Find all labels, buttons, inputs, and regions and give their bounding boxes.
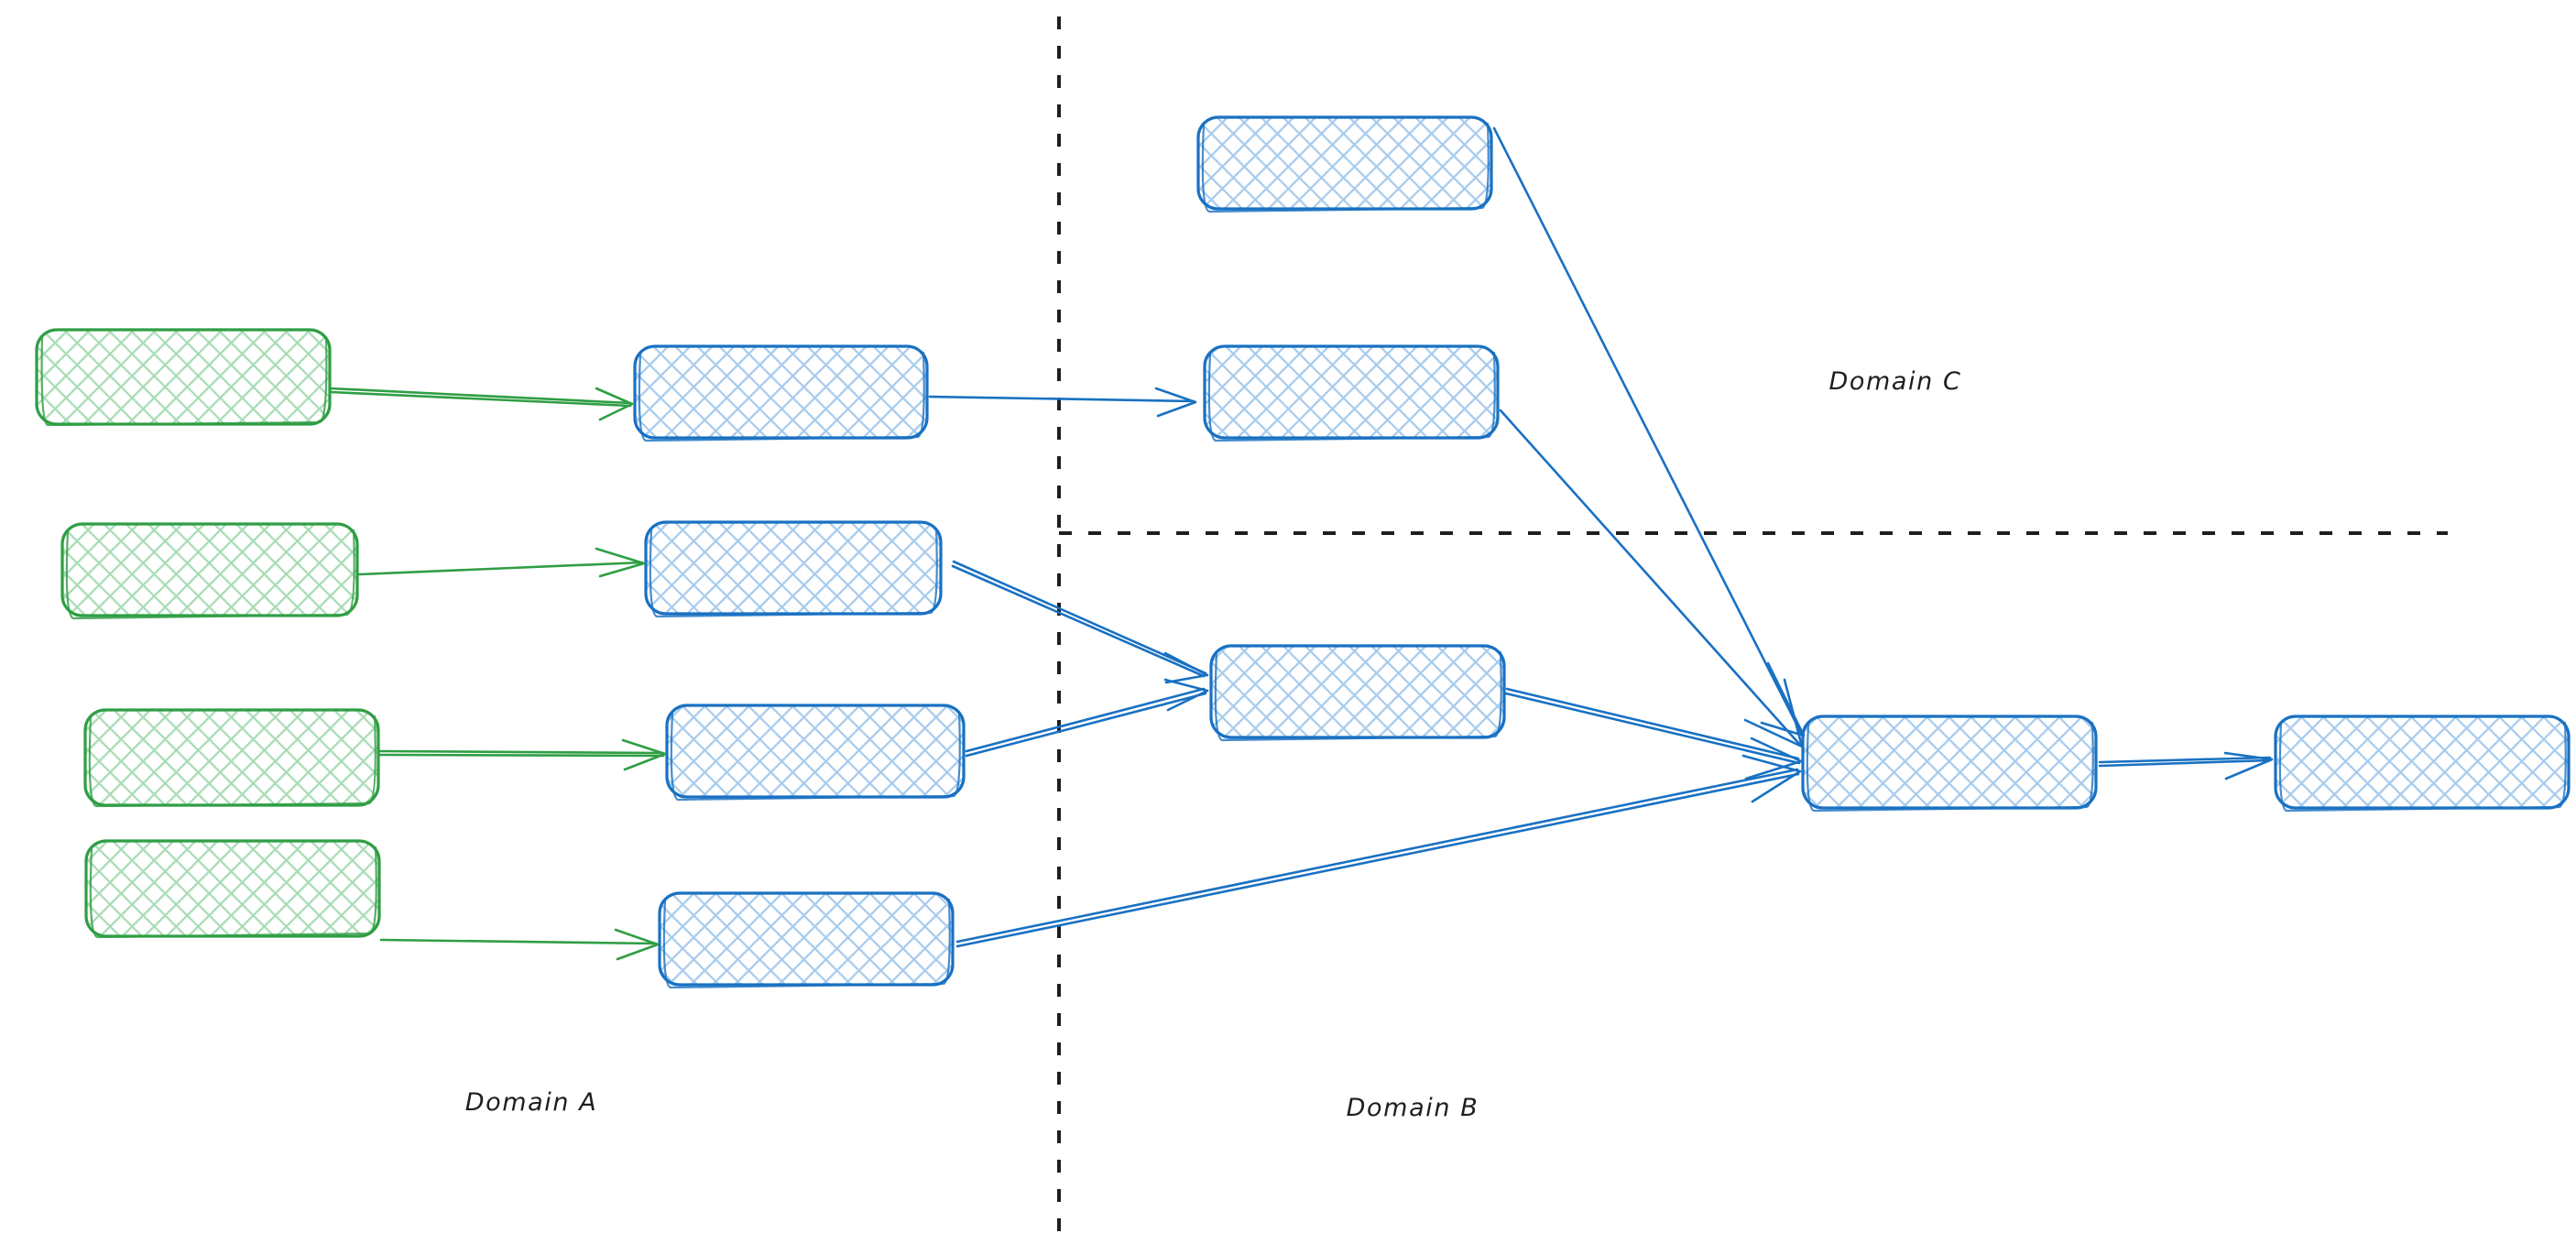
node-b-in-2[interactable] [644,520,943,618]
blue-edge-group [928,126,2274,948]
green-node-group [35,328,381,939]
edge-a3-to-b-in-3 [378,738,667,771]
node-b-in-4[interactable] [658,891,955,989]
node-a3[interactable] [83,708,380,808]
domain-a-label: Domain A [465,1088,598,1117]
node-b-in-3[interactable] [665,704,966,802]
edge-b-top-to-c1 [1492,126,1806,737]
node-a2[interactable] [60,522,359,620]
node-a4[interactable] [84,839,381,939]
node-c1[interactable] [1801,715,2098,813]
edge-c1-to-c2 [2098,751,2274,780]
edge-a1-to-b-in-1 [329,387,634,421]
node-a1[interactable] [35,328,332,427]
edge-a4-to-b-in-4 [379,928,660,961]
domain-b-label: Domain B [1347,1094,1479,1122]
node-b-mid[interactable] [1203,344,1500,442]
edge-b-low-to-c1 [1504,687,1803,780]
green-edge-group [329,387,667,961]
node-c2[interactable] [2274,715,2571,813]
domain-c-label: Domain C [1828,367,1961,396]
edge-b-in-1-to-b-mid [928,387,1197,418]
node-b-in-1[interactable] [633,344,929,442]
edge-b-in-2-to-b-low [951,560,1209,684]
edge-b-mid-to-c1 [1499,409,1804,748]
blue-node-group [633,115,2571,989]
node-b-top[interactable] [1196,115,1493,213]
edge-a2-to-b-in-2 [357,547,646,578]
edge-b-in-3-to-b-low [965,678,1209,758]
node-b-low[interactable] [1209,644,1506,742]
edge-b-in-4-to-c1 [955,754,1802,948]
domain-label-group: Domain A Domain B Domain C [465,367,1961,1122]
